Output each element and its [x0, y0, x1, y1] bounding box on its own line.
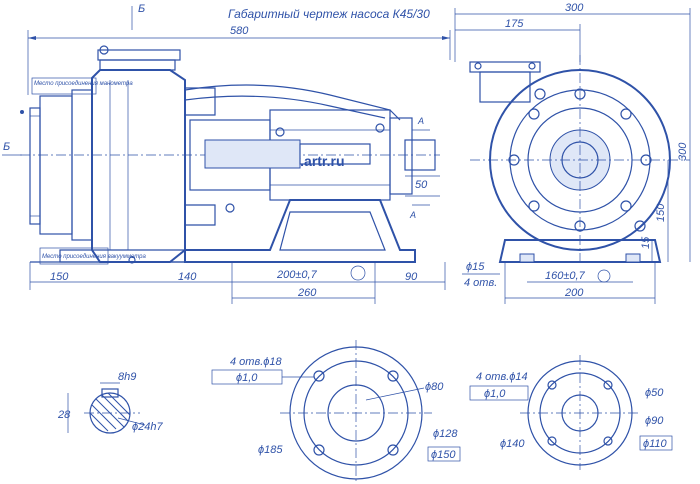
- side-view: 580 Б Б: [2, 3, 451, 304]
- dim-150: 150: [50, 271, 69, 283]
- dim-shaft-end-50: 50: [415, 179, 428, 191]
- dim-hole-d15: ϕ15: [466, 261, 485, 273]
- view-label-top: А: [417, 116, 424, 126]
- flange-suction: 4 отв.ϕ18 ϕ1,0 ϕ80 ϕ128 ϕ185 ϕ150: [211, 340, 461, 484]
- view-label-bottom: А: [409, 210, 416, 220]
- dim-200-tol: 200±0,7: [276, 269, 318, 281]
- flange-suction-d80: ϕ80: [425, 381, 444, 393]
- dim-key-width: 8h9: [118, 371, 136, 383]
- flange-discharge: 4 отв.ϕ14 ϕ1,0 ϕ50 ϕ90 ϕ140 ϕ110: [469, 355, 673, 470]
- flange-discharge-d140: ϕ140: [500, 438, 525, 450]
- dim-height-15: 15: [640, 236, 652, 249]
- section-label-left: Б: [3, 141, 10, 153]
- dim-overall-length: 580: [230, 25, 249, 37]
- flange-suction-d128: ϕ128: [433, 428, 458, 440]
- dim-160-tol: 160±0,7: [545, 270, 586, 282]
- flange-discharge-tol: ϕ1,0: [484, 388, 506, 400]
- dim-holes-count: 4 отв.: [464, 277, 497, 289]
- flange-discharge-d110: ϕ110: [643, 438, 668, 450]
- dim-shaft-diameter: ϕ24h7: [132, 421, 163, 433]
- drawing-title: Габаритный чертеж насоса К45/30: [228, 7, 430, 21]
- dim-height-150: 150: [655, 203, 667, 222]
- section-label-top: Б: [138, 3, 145, 15]
- dim-140: 140: [178, 271, 197, 283]
- shaft-section: 8h9 28 ϕ24h7: [57, 371, 163, 434]
- dim-width-300: 300: [565, 2, 584, 14]
- flange-suction-tol: ϕ1,0: [236, 372, 258, 384]
- flange-suction-holes: 4 отв.ϕ18: [230, 356, 282, 368]
- flange-discharge-d50: ϕ50: [645, 387, 664, 399]
- note-vacuum-gauge: Место присоединения вакуумметра: [42, 254, 147, 260]
- dim-key-depth: 28: [57, 409, 71, 421]
- dim-width-175: 175: [505, 18, 524, 30]
- flange-discharge-holes: 4 отв.ϕ14: [476, 371, 528, 383]
- dim-260: 260: [297, 287, 317, 299]
- note-pressure-gauge: Место присоединения манометра: [34, 81, 133, 87]
- dim-width-200: 200: [564, 287, 584, 299]
- flange-suction-d185: ϕ185: [258, 444, 283, 456]
- flange-suction-d150: ϕ150: [431, 449, 456, 461]
- dim-height-300: 300: [677, 142, 689, 161]
- front-view: 300 175 300 15: [454, 2, 691, 304]
- flange-discharge-d90: ϕ90: [645, 415, 664, 427]
- dim-90: 90: [405, 271, 418, 283]
